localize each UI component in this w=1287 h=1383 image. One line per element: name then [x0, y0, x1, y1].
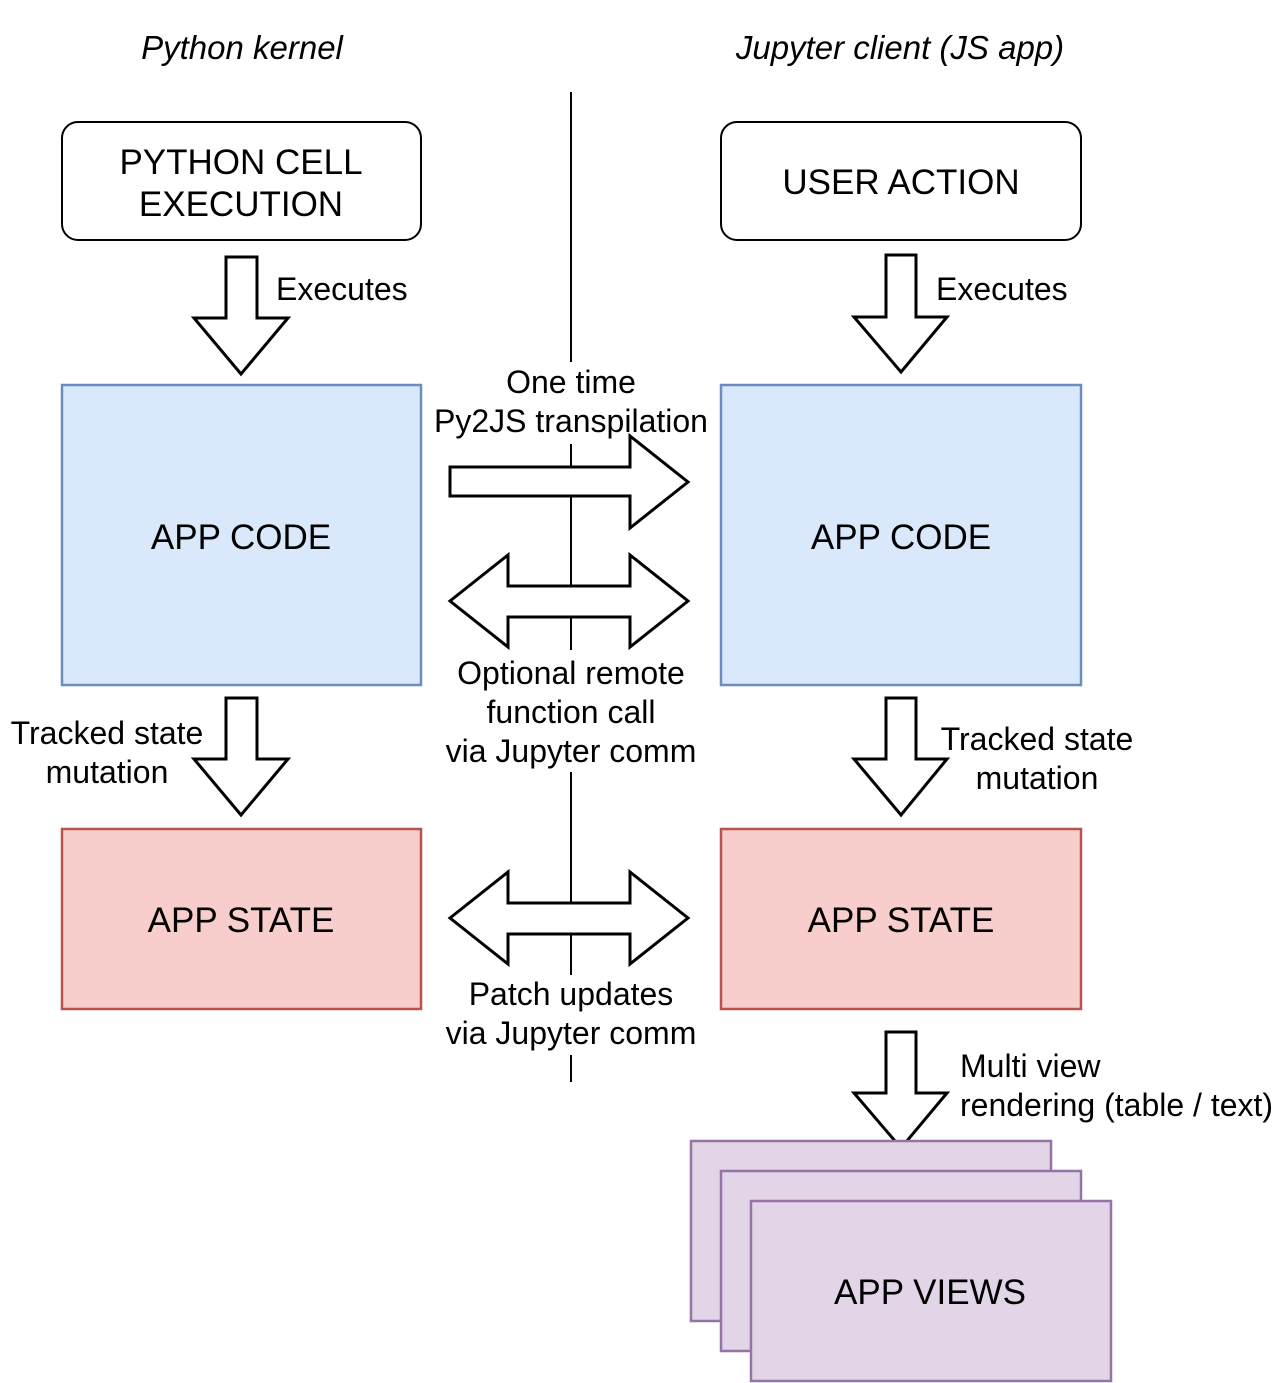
multiview-label-line1: Multi view — [960, 1048, 1101, 1084]
app-state-right-label: APP STATE — [808, 901, 995, 940]
remote-call-label-line1: Optional remote — [457, 655, 685, 691]
app-code-left-box: APP CODE — [60, 383, 423, 687]
tracked-right-arrow — [850, 696, 951, 818]
transpile-label-line2: Py2JS transpilation — [434, 403, 708, 439]
transpile-arrow — [448, 432, 691, 532]
remote-call-double-arrow — [447, 551, 691, 651]
python-kernel-header: Python kernel — [141, 29, 344, 66]
executes-right-arrow — [850, 253, 951, 375]
executes-right-label: Executes — [936, 271, 1068, 307]
transpile-label-line1: One time — [506, 364, 636, 400]
tracked-left-label-line1: Tracked state — [11, 715, 204, 751]
python-cell-execution-box: PYTHON CELL EXECUTION — [61, 121, 422, 241]
tracked-left-arrow — [190, 696, 292, 818]
transpile-label-bg — [430, 362, 716, 444]
app-state-left-box: APP STATE — [60, 827, 423, 1011]
executes-left-arrow — [190, 255, 292, 377]
multiview-arrow — [850, 1030, 951, 1151]
multiview-label-line2: rendering (table / text) — [960, 1087, 1273, 1123]
app-code-left-label: APP CODE — [151, 518, 331, 557]
remote-call-label-line3: via Jupyter comm — [446, 733, 697, 769]
app-state-right-box: APP STATE — [719, 827, 1083, 1011]
patch-updates-label-line2: via Jupyter comm — [446, 1015, 697, 1051]
patch-updates-double-arrow — [447, 868, 691, 968]
app-code-right-label: APP CODE — [811, 518, 991, 557]
tracked-right-label-line2: mutation — [976, 760, 1099, 796]
executes-left-label: Executes — [276, 271, 408, 307]
app-views-stack: APP VIEWS — [689, 1139, 1113, 1383]
user-action-label: USER ACTION — [782, 163, 1019, 202]
app-views-label: APP VIEWS — [834, 1273, 1026, 1312]
tracked-right-label-line1: Tracked state — [941, 721, 1134, 757]
python-cell-label-line2: EXECUTION — [139, 185, 343, 224]
app-state-left-label: APP STATE — [148, 901, 335, 940]
python-cell-label-line1: PYTHON CELL — [119, 143, 362, 182]
app-code-right-box: APP CODE — [719, 383, 1083, 687]
remote-call-label-line2: function call — [487, 694, 656, 730]
user-action-box: USER ACTION — [720, 121, 1082, 241]
jupyter-client-header: Jupyter client (JS app) — [735, 29, 1064, 66]
patch-updates-label-line1: Patch updates — [469, 976, 674, 1012]
tracked-left-label-line2: mutation — [46, 754, 169, 790]
